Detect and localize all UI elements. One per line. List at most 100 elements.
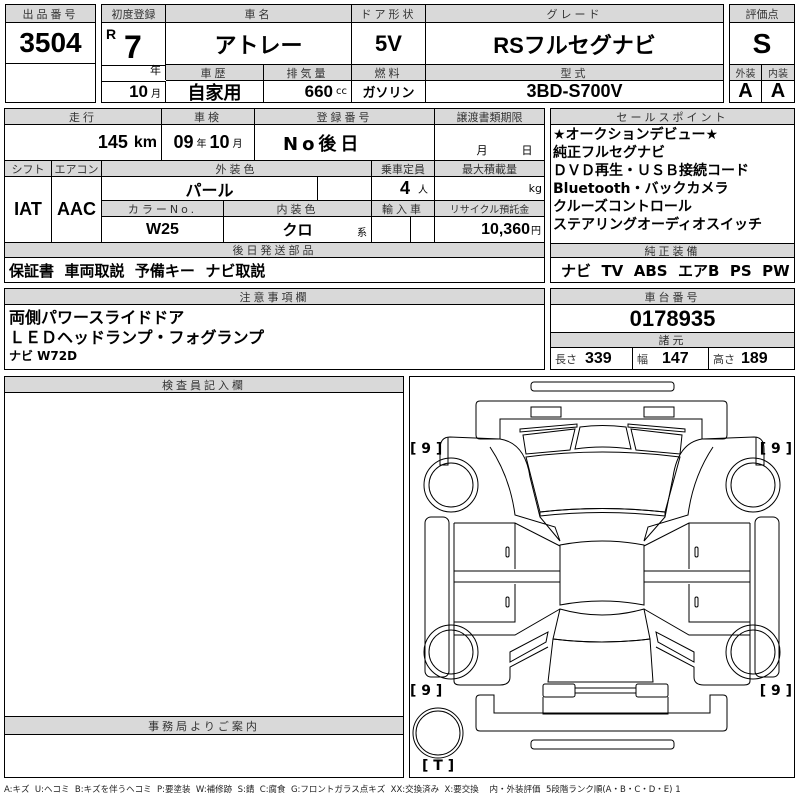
mileage-label: 走行 — [5, 109, 162, 125]
chassis-label: 車台番号 — [551, 289, 794, 305]
note-line: ＬＥＤヘッドランプ・フォグランプ — [9, 328, 265, 347]
inspector-box: 検査員記入欄 — [4, 376, 404, 717]
detail-table: 走行 車検 登録番号 譲渡書類期限 145 km 09 年 10 月 No後日 … — [4, 108, 545, 283]
transfer-month: 月 — [476, 144, 488, 157]
lot-blank — [6, 64, 95, 102]
vehicle-info-table: 初度登録 R 7 年 10 月 車名 アトレー 車歴 自家用 排気量 660 c… — [101, 4, 724, 103]
fuel-label: 燃料 — [352, 65, 426, 81]
shift-value: IAT — [5, 177, 52, 243]
recycle-value: 10,360 — [481, 220, 530, 238]
kg-unit: kg — [528, 182, 542, 195]
width-label: 幅 — [637, 352, 648, 366]
length-label: 長さ — [555, 352, 577, 366]
tire-rear-right: [ 9 ] — [759, 683, 792, 699]
int-score: A — [770, 81, 786, 102]
month-unit: 月 — [151, 88, 161, 100]
model-value: 3BD-S700V — [526, 81, 623, 101]
score-value: S — [730, 23, 794, 65]
recycle-label: リサイクル預託金 — [435, 201, 544, 217]
inspection-year-unit: 年 — [196, 139, 207, 150]
first-reg-month-cell: 10 月 — [102, 81, 166, 102]
model-label: 型式 — [426, 65, 723, 81]
tire-rear-left: [ 9 ] — [410, 683, 443, 699]
year-unit: 年 — [150, 64, 161, 77]
sales-points-box: セールスポイント ★オークションデビュー★ 純正フルセグナビ ＤＶＤ再生・ＵＳＢ… — [550, 108, 795, 283]
office-box: 事務局よりご案内 — [4, 716, 404, 778]
grade-label: グレード — [426, 5, 723, 23]
ext-label: 外装 — [730, 65, 762, 81]
displacement-label: 排気量 — [264, 65, 352, 81]
sales-points-label: セールスポイント — [551, 109, 794, 125]
inspection-cell: 09 年 10 月 — [162, 125, 255, 161]
car-name: アトレー — [166, 23, 352, 65]
yen-unit: 円 — [531, 226, 541, 237]
capacity-cell: 4 人 — [372, 177, 435, 201]
lot-box: 出品番号 3504 — [5, 4, 96, 103]
reg-no-label: 登録番号 — [255, 109, 435, 125]
width-cell: 幅 147 — [633, 348, 709, 369]
shift-label: シフト — [5, 161, 52, 177]
sales-points-list: ★オークションデビュー★ 純正フルセグナビ ＤＶＤ再生・ＵＳＢ接続コード Blu… — [553, 126, 762, 234]
mileage-cell: 145 km — [5, 125, 162, 161]
score-label: 評価点 — [730, 5, 794, 23]
car-name-label: 車名 — [166, 5, 352, 23]
tire-front-right: [ 9 ] — [759, 441, 792, 457]
transfer-cell: 月 日 — [435, 125, 544, 161]
transfer-label: 譲渡書類期限 — [435, 109, 544, 125]
import-cell-b — [411, 217, 435, 243]
capacity-unit: 人 — [418, 185, 428, 196]
recycle-cell: 10,360 円 — [435, 217, 544, 243]
transfer-day: 日 — [521, 144, 533, 157]
length-cell: 長さ 339 — [551, 348, 633, 369]
history-label: 車歴 — [166, 65, 264, 81]
int-label: 内装 — [762, 65, 794, 81]
inspector-label: 検査員記入欄 — [5, 377, 403, 393]
sales-point: Bluetooth・バックカメラ — [553, 181, 729, 197]
max-load-cell: kg — [435, 177, 544, 201]
door-label: ドア形状 — [352, 5, 426, 23]
damage-legend: A:キズ U:ヘコミ B:キズを伴うヘコミ P:要塗装 W:補修跡 S:錆 C:… — [4, 785, 681, 795]
ext-color-extra — [318, 177, 372, 201]
first-reg-label: 初度登録 — [102, 5, 166, 23]
door-value: 5V — [352, 23, 426, 65]
mileage-value: 145 — [97, 132, 128, 152]
displacement-cell: 660 cc — [264, 81, 352, 102]
sales-point: クルーズコントロール — [553, 199, 692, 215]
color-no-value: W25 — [102, 217, 224, 243]
chassis-number: 0178935 — [551, 305, 794, 333]
score-box: 評価点 S 外装 内装 A A — [729, 4, 795, 103]
inspection-label: 車検 — [162, 109, 255, 125]
equipment-label: 純正装備 — [551, 243, 794, 258]
capacity-label: 乗車定員 — [372, 161, 435, 177]
car-diagram: [ 9 ] [ 9 ] [ 9 ] [ 9 ] [ T ] — [409, 376, 795, 778]
history-value: 自家用 — [166, 81, 264, 102]
specs-label: 諸元 — [551, 333, 794, 348]
lot-number: 3504 — [6, 23, 95, 64]
sales-point: 純正フルセグナビ — [553, 145, 665, 161]
notes-box: 注意事項欄 両側パワースライドドア ＬＥＤヘッドランプ・フォグランプ ナビ W7… — [4, 288, 545, 370]
displacement-value: 660 — [304, 81, 333, 101]
int-color-cell: クロ 系 — [224, 217, 372, 243]
ext-color-label: 外装色 — [102, 161, 372, 177]
first-reg-year-cell: R 7 年 — [102, 23, 166, 80]
later-parts-label: 後日発送部品 — [5, 243, 544, 258]
first-reg-year: 7 — [124, 29, 142, 65]
ext-score: A — [730, 81, 762, 102]
office-label: 事務局よりご案内 — [5, 717, 403, 735]
ext-color-value: パール — [102, 177, 318, 201]
era: R — [106, 26, 117, 42]
car-outline-icon — [412, 381, 781, 759]
sales-point: ★オークションデビュー★ — [553, 127, 719, 143]
cc-unit: cc — [336, 86, 347, 97]
spare-tire: [ T ] — [422, 758, 455, 774]
int-color-value: クロ — [282, 222, 313, 239]
height-cell: 高さ 189 — [709, 348, 794, 369]
notes-list: 両側パワースライドドア ＬＥＤヘッドランプ・フォグランプ ナビ W72D — [9, 308, 264, 364]
note-line: 両側パワースライドドア — [9, 308, 185, 327]
inspection-month: 10 — [209, 132, 230, 152]
inspection-year: 09 — [173, 132, 194, 152]
sales-point: ＤＶＤ再生・ＵＳＢ接続コード — [553, 163, 749, 179]
capacity-value: 4 — [399, 178, 410, 198]
max-load-label: 最大積載量 — [435, 161, 544, 177]
int-color-unit: 系 — [357, 228, 367, 239]
